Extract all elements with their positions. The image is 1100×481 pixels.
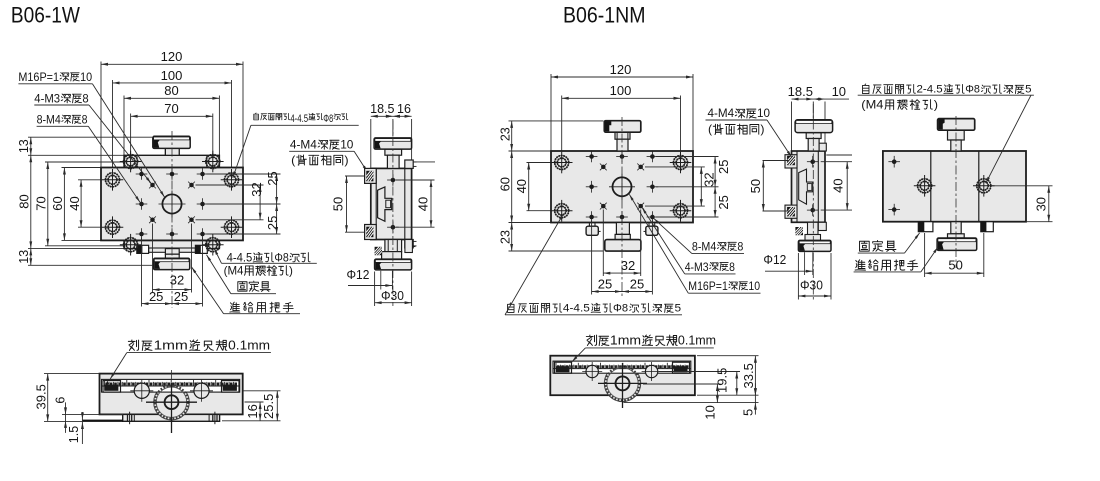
svg-text:39.5: 39.5 xyxy=(33,384,48,409)
svg-text:32: 32 xyxy=(249,182,264,196)
svg-text:100: 100 xyxy=(610,83,632,98)
svg-text:): ) xyxy=(934,98,938,112)
svg-text:(M4: (M4 xyxy=(861,98,884,112)
svg-text:Φ12: Φ12 xyxy=(763,253,786,267)
svg-text:Φ8: Φ8 xyxy=(323,113,333,125)
svg-text:60: 60 xyxy=(50,196,65,210)
svg-text:4-M4: 4-M4 xyxy=(290,137,317,151)
svg-text:70: 70 xyxy=(164,101,178,116)
svg-text:40: 40 xyxy=(67,196,82,210)
svg-text:4-M3: 4-M3 xyxy=(34,91,60,105)
svg-text:33.5: 33.5 xyxy=(741,363,756,388)
svg-text:): ) xyxy=(760,122,764,136)
svg-text:4-M4: 4-M4 xyxy=(708,106,735,120)
svg-text:4-4.5: 4-4.5 xyxy=(563,303,590,315)
svg-text:6: 6 xyxy=(53,397,67,404)
svg-text:25: 25 xyxy=(716,195,731,209)
svg-text:Φ30: Φ30 xyxy=(381,289,404,303)
svg-text:25: 25 xyxy=(598,277,612,292)
svg-text:(M4: (M4 xyxy=(224,264,244,278)
svg-text:1mm: 1mm xyxy=(610,334,641,348)
svg-text:M16P=1: M16P=1 xyxy=(18,70,59,84)
svg-text:13: 13 xyxy=(17,250,31,264)
svg-text:5: 5 xyxy=(740,409,755,416)
svg-text:5: 5 xyxy=(1025,84,1031,96)
svg-text:Φ8: Φ8 xyxy=(274,251,289,265)
svg-text:4-4.5: 4-4.5 xyxy=(290,113,308,125)
svg-text:4-M3: 4-M3 xyxy=(685,260,709,274)
svg-text:25: 25 xyxy=(149,289,163,304)
svg-text:120: 120 xyxy=(610,62,632,77)
svg-text:23: 23 xyxy=(498,230,512,244)
svg-text:80: 80 xyxy=(16,194,31,208)
svg-text:18.5: 18.5 xyxy=(788,84,813,99)
svg-text:10: 10 xyxy=(832,84,846,99)
svg-text:80: 80 xyxy=(164,83,178,98)
svg-text:60: 60 xyxy=(498,177,513,191)
svg-text:2-4.5: 2-4.5 xyxy=(916,84,942,96)
svg-text:): ) xyxy=(289,264,293,278)
svg-text:1.5: 1.5 xyxy=(67,426,81,443)
svg-text:8: 8 xyxy=(729,260,735,274)
svg-text:70: 70 xyxy=(33,196,48,210)
svg-text:25: 25 xyxy=(265,171,280,185)
svg-text:13: 13 xyxy=(17,139,31,153)
svg-text:25.5: 25.5 xyxy=(261,394,276,419)
svg-text:B06-1NM: B06-1NM xyxy=(563,3,646,28)
svg-text:16: 16 xyxy=(397,102,411,116)
svg-text:8-M4: 8-M4 xyxy=(692,240,717,254)
svg-text:50: 50 xyxy=(748,179,763,193)
svg-text:(: ( xyxy=(708,122,712,136)
svg-text:30: 30 xyxy=(1034,197,1049,211)
svg-text:10: 10 xyxy=(340,137,354,151)
svg-text:40: 40 xyxy=(514,179,529,193)
svg-text:32: 32 xyxy=(621,258,635,273)
svg-text:8-M4: 8-M4 xyxy=(37,113,61,127)
svg-text:50: 50 xyxy=(948,257,962,272)
svg-text:40: 40 xyxy=(416,197,431,211)
svg-text:25: 25 xyxy=(716,160,731,174)
svg-text:8: 8 xyxy=(82,91,89,105)
svg-text:Φ12: Φ12 xyxy=(347,268,370,282)
svg-text:25: 25 xyxy=(630,277,644,292)
svg-text:1mm: 1mm xyxy=(154,339,188,353)
svg-text:50: 50 xyxy=(330,197,345,211)
svg-text:10: 10 xyxy=(80,70,92,84)
svg-text:(: ( xyxy=(291,153,295,167)
svg-text:0.1mm: 0.1mm xyxy=(678,334,716,348)
svg-text:19.5: 19.5 xyxy=(714,368,729,393)
svg-text:32: 32 xyxy=(702,172,717,186)
svg-text:5: 5 xyxy=(675,303,682,315)
svg-text:120: 120 xyxy=(161,49,183,64)
svg-text:): ) xyxy=(344,153,348,167)
svg-text:23: 23 xyxy=(498,127,512,141)
svg-text:Φ8: Φ8 xyxy=(965,84,980,96)
svg-text:25: 25 xyxy=(174,289,188,304)
svg-text:8: 8 xyxy=(82,113,88,127)
svg-text:0.1mm: 0.1mm xyxy=(228,339,270,353)
svg-text:32: 32 xyxy=(170,273,184,288)
svg-text:16: 16 xyxy=(245,404,260,418)
svg-text:25: 25 xyxy=(265,216,280,230)
svg-text:10: 10 xyxy=(757,106,770,120)
svg-text:10: 10 xyxy=(748,279,760,293)
svg-text:10: 10 xyxy=(702,405,717,419)
svg-text:100: 100 xyxy=(161,68,183,83)
svg-text:Φ8: Φ8 xyxy=(613,303,628,315)
svg-text:4-4.5: 4-4.5 xyxy=(227,251,253,265)
svg-text:18.5: 18.5 xyxy=(370,102,394,116)
svg-text:8: 8 xyxy=(737,240,743,254)
svg-text:Φ30: Φ30 xyxy=(800,279,823,293)
svg-text:40: 40 xyxy=(831,178,846,192)
svg-text:B06-1W: B06-1W xyxy=(11,3,80,28)
svg-text:M16P=1: M16P=1 xyxy=(688,279,728,293)
